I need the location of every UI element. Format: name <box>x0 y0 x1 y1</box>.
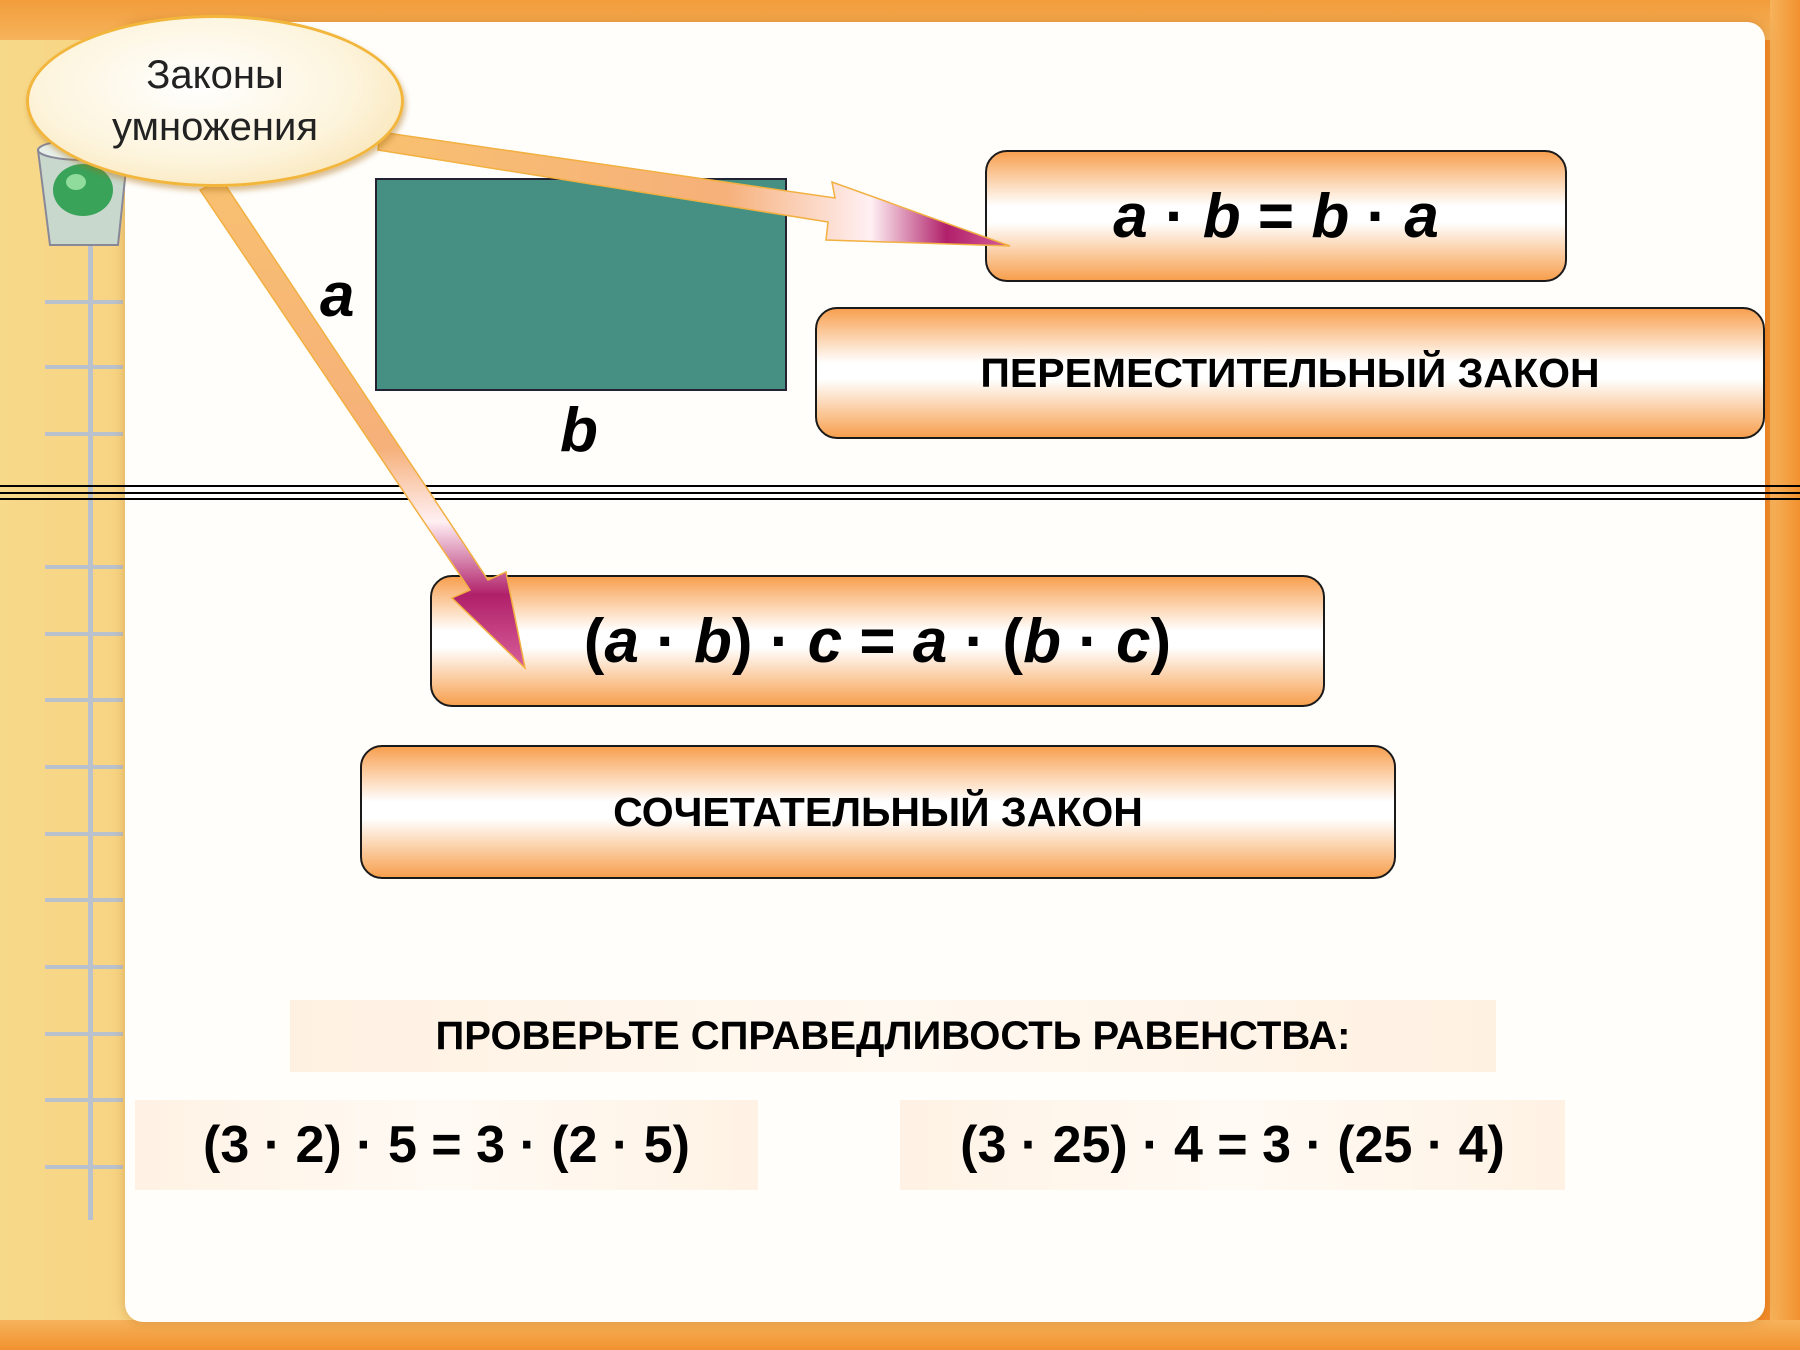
separator-line <box>0 498 1800 500</box>
side-b-label: b <box>560 396 598 465</box>
formula-var: a <box>1404 181 1439 251</box>
formula-operator: · ( <box>947 606 1024 676</box>
ruler-tick <box>45 300 123 304</box>
task-equation-1: (3 · 2) · 5 = 3 · (2 · 5) <box>135 1100 758 1190</box>
formula-var: b <box>1202 181 1241 251</box>
commutative-law-title: ПЕРЕМЕСТИТЕЛЬНЫЙ ЗАКОН <box>815 307 1765 439</box>
ruler-tick <box>45 965 123 969</box>
rectangle-diagram <box>375 178 787 391</box>
ruler-tick <box>45 365 123 369</box>
bubble-line-1: Законы <box>146 53 284 97</box>
separator-line <box>0 492 1800 494</box>
task-equation-2: (3 · 25) · 4 = 3 · (25 · 4) <box>900 1100 1565 1190</box>
formula-var: c <box>807 606 843 676</box>
formula-operator: · <box>1060 606 1117 676</box>
formula-var: a <box>604 606 639 676</box>
formula-operator: = <box>842 606 913 676</box>
formula-operator: ) · <box>731 606 808 676</box>
formula-var: b <box>1311 181 1350 251</box>
arrow-to-commutative <box>377 131 1011 247</box>
ruler-tick <box>45 1098 123 1102</box>
slide-frame-bottom <box>0 1320 1800 1350</box>
associative-formula-box: ( a · b ) · c = a · ( b · c ) <box>430 575 1325 707</box>
formula-var: b <box>694 606 732 676</box>
side-a-label: a <box>320 261 355 330</box>
task-title: ПРОВЕРЬТЕ СПРАВЕДЛИВОСТЬ РАВЕНСТВА: <box>290 1000 1496 1072</box>
formula-var: b <box>1023 606 1061 676</box>
formula-operator: · <box>1147 181 1203 251</box>
separator-line <box>0 485 1800 487</box>
topic-bubble: Законы умножения <box>26 15 404 187</box>
arrow-to-associative <box>198 179 527 671</box>
formula-var: c <box>1116 606 1151 676</box>
formula-paren: ) <box>1150 606 1172 676</box>
ruler-tick <box>45 698 123 702</box>
formula-operator: · <box>638 606 695 676</box>
law-name: СОЧЕТАТЕЛЬНЫЙ ЗАКОН <box>613 788 1143 835</box>
ruler-tick <box>45 765 123 769</box>
ruler-tick <box>45 898 123 902</box>
ruler-tick <box>45 832 123 836</box>
associative-law-title: СОЧЕТАТЕЛЬНЫЙ ЗАКОН <box>360 745 1396 879</box>
law-name: ПЕРЕМЕСТИТЕЛЬНЫЙ ЗАКОН <box>980 349 1600 396</box>
formula-operator: · <box>1349 181 1405 251</box>
ruler-tick <box>45 565 123 569</box>
ruler-tick <box>45 1032 123 1036</box>
ruler-tick <box>45 632 123 636</box>
slide-frame-right <box>1770 0 1800 1350</box>
formula-var: a <box>1113 181 1148 251</box>
formula-operator: = <box>1240 181 1312 251</box>
bubble-line-2: умножения <box>111 105 319 149</box>
formula-var: a <box>912 606 948 676</box>
ruler-tick <box>45 1165 123 1169</box>
formula-paren: ( <box>583 606 605 676</box>
decorative-ruler <box>45 240 123 1220</box>
commutative-formula-box: a · b = b · a <box>985 150 1567 282</box>
ruler-tick <box>45 432 123 436</box>
